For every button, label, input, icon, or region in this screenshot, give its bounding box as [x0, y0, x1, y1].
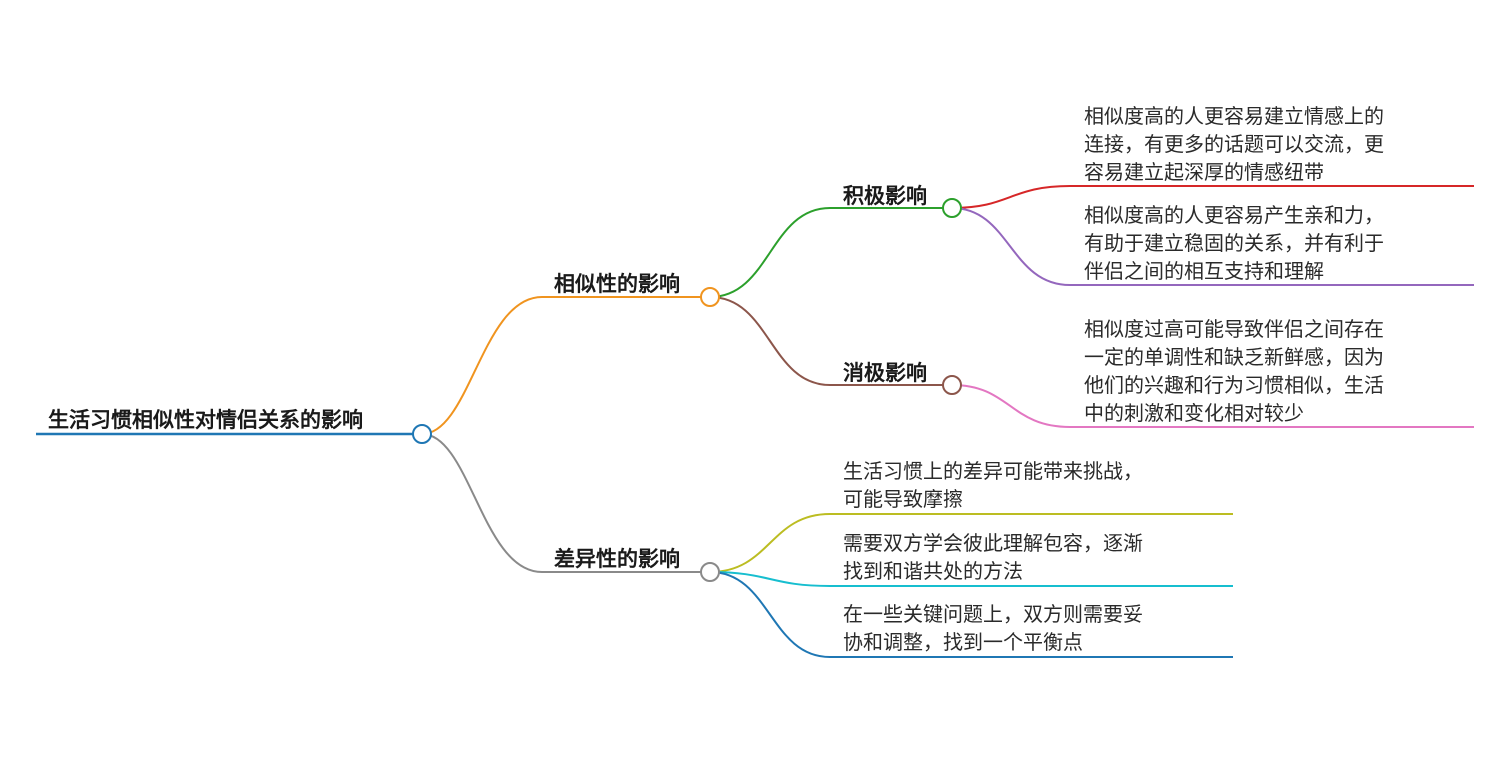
root-node-circle[interactable]	[412, 424, 432, 444]
edge-similarity-negative	[709, 296, 952, 386]
edge-similarity-positive	[709, 207, 952, 298]
negative-node-circle[interactable]	[942, 375, 962, 395]
edge-positive-leaf-1	[951, 185, 1474, 209]
negative-node-label[interactable]: 消极影响	[843, 361, 927, 385]
edge-difference-leaf-2	[709, 571, 1233, 587]
edge-negative-leaf-1	[951, 384, 1474, 428]
edge-difference-leaf-1	[709, 513, 1233, 573]
similarity-node-circle[interactable]	[700, 287, 720, 307]
root-node-label[interactable]: 生活习惯相似性对情侣关系的影响	[48, 408, 363, 432]
difference-leaf-1-text: 生活习惯上的差异可能带来挑战， 可能导致摩擦	[843, 459, 1143, 511]
edge-difference-leaf-3	[709, 571, 1233, 658]
positive-leaf-2-text: 相似度高的人更容易产生亲和力， 有助于建立稳固的关系，并有利于 伴侣之间的相互支…	[1084, 203, 1384, 283]
difference-node-label[interactable]: 差异性的影响	[554, 547, 680, 571]
edge-root-difference	[421, 433, 710, 573]
edge-positive-leaf-2	[951, 207, 1474, 286]
positive-node-circle[interactable]	[942, 198, 962, 218]
difference-leaf-3-text: 在一些关键问题上，双方则需要妥 协和调整，找到一个平衡点	[843, 602, 1143, 654]
positive-leaf-1-text: 相似度高的人更容易建立情感上的 连接，有更多的话题可以交流，更 容易建立起深厚的…	[1084, 104, 1384, 184]
difference-leaf-2-text: 需要双方学会彼此理解包容，逐渐 找到和谐共处的方法	[843, 531, 1143, 583]
positive-node-label[interactable]: 积极影响	[843, 184, 927, 208]
negative-leaf-1-text: 相似度过高可能导致伴侣之间存在 一定的单调性和缺乏新鲜感，因为 他们的兴趣和行为…	[1084, 317, 1384, 425]
similarity-node-label[interactable]: 相似性的影响	[554, 272, 680, 296]
edge-root-similarity	[421, 296, 710, 435]
difference-node-circle[interactable]	[700, 562, 720, 582]
